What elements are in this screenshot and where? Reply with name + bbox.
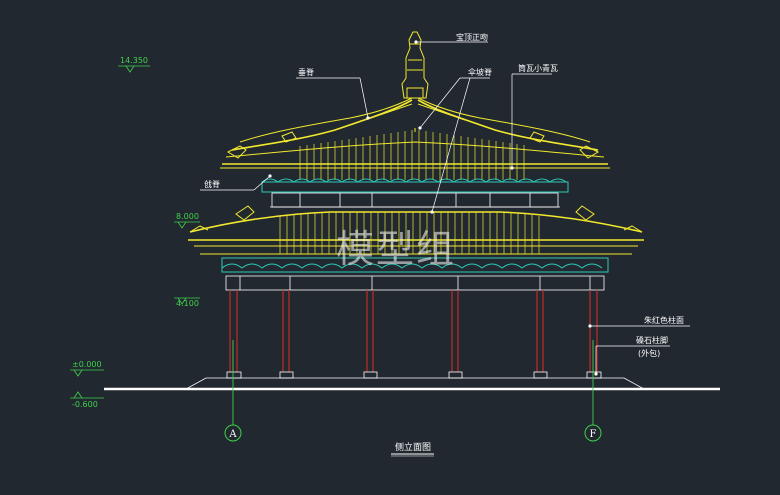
label-column-base: 磉石柱脚 <box>636 335 668 345</box>
watermark: 模型组 <box>336 227 456 271</box>
axis-bubble-f <box>584 424 602 442</box>
level-8000: 8.000 <box>176 212 199 221</box>
label-hip-ridge: 垂脊 <box>298 67 314 77</box>
leader-dots <box>268 40 598 376</box>
axis-label-f: F <box>590 429 597 440</box>
level-4100: 4.100 <box>176 299 199 308</box>
leader-lines <box>200 41 690 374</box>
upper-roof <box>220 31 610 180</box>
lower-roof <box>188 205 644 255</box>
label-column-base-note: (外包) <box>638 348 660 358</box>
level-minus0600: -0.600 <box>72 400 98 409</box>
lower-beam <box>225 275 605 291</box>
label-finial: 宝顶正吻 <box>456 32 488 42</box>
columns <box>229 290 598 372</box>
axis-bubble-a <box>224 424 242 442</box>
label-diagonal-ridge: 戗脊 <box>204 179 220 189</box>
level-0000: ±0.000 <box>72 360 102 369</box>
middle-beam <box>270 192 560 208</box>
lower-brackets <box>221 257 609 273</box>
label-slope-ridge: 伞坡脊 <box>468 67 492 77</box>
column-bases <box>226 371 602 379</box>
label-tiles: 筒瓦小青瓦 <box>518 63 558 73</box>
level-14350: 14.350 <box>120 56 148 65</box>
platform <box>185 377 645 390</box>
axis-label-a: A <box>228 429 237 440</box>
axis-lines <box>232 340 594 425</box>
drawing-title: 侧立面图 <box>395 441 431 453</box>
label-column-surface: 朱红色柱面 <box>644 315 684 325</box>
level-markers <box>70 65 200 399</box>
upper-brackets <box>261 178 569 193</box>
